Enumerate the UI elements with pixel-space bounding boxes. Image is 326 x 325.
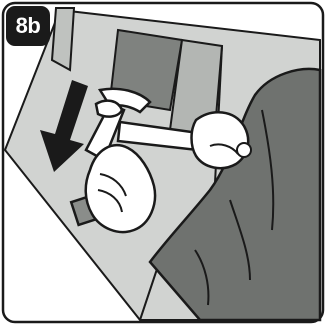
right-hand-knuckle [237, 143, 251, 157]
step-badge: 8b [6, 6, 50, 46]
wall-edge [52, 8, 74, 70]
left-thumb [96, 101, 122, 117]
right-hand [192, 112, 249, 168]
